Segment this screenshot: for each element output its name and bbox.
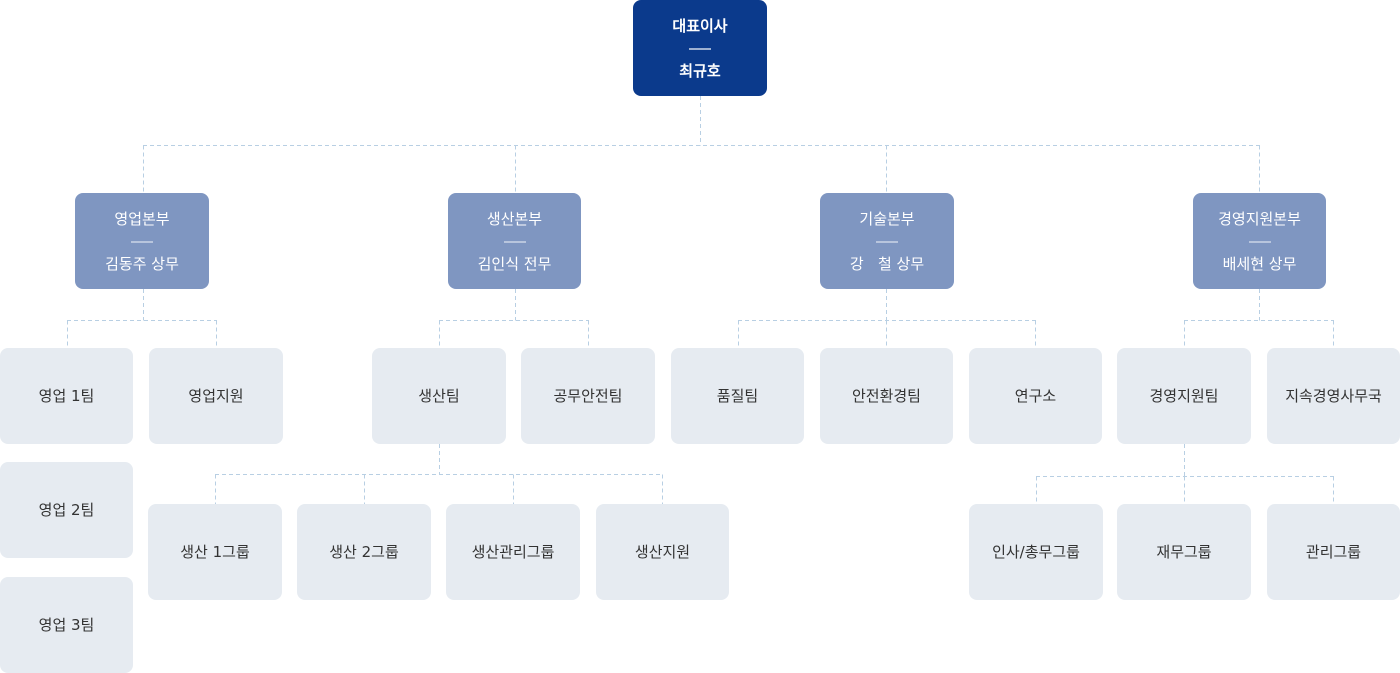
team-label: 안전환경팀 (851, 387, 921, 405)
team-label: 품질팀 (716, 387, 759, 405)
team-label: 영업 1팀 (38, 387, 95, 405)
node-division-sales: 영업본부 김동주 상무 (75, 193, 209, 289)
connector-mgmt-team (1036, 444, 1334, 504)
connector-production (439, 289, 589, 348)
ceo-name: 최규호 (679, 61, 721, 80)
team-label: 영업 3팀 (38, 616, 95, 634)
group-label: 재무그룹 (1156, 543, 1212, 561)
ceo-title: 대표이사 (672, 16, 728, 35)
group-label: 생산관리그룹 (471, 543, 555, 561)
node-division-mgmt: 경영지원본부 배세현 상무 (1193, 193, 1326, 289)
separator (876, 240, 898, 243)
node-group-finance: 재무그룹 (1117, 504, 1251, 600)
division-title: 기술본부 (859, 209, 915, 228)
division-head: 배세현 상무 (1222, 254, 1297, 273)
team-label: 지속경영사무국 (1285, 387, 1382, 405)
group-label: 인사/총무그룹 (992, 543, 1080, 561)
division-head: 강 철 상무 (849, 254, 925, 273)
separator (503, 240, 526, 243)
group-label: 생산 1그룹 (180, 543, 250, 561)
separator (1248, 240, 1271, 243)
node-team-quality: 품질팀 (671, 348, 804, 444)
division-title: 생산본부 (486, 209, 543, 228)
node-team-sales1: 영업 1팀 (0, 348, 133, 444)
connector-ceo (143, 96, 1260, 193)
separator (689, 47, 711, 50)
node-team-sales3: 영업 3팀 (0, 577, 133, 673)
node-group-prod-mgmt: 생산관리그룹 (446, 504, 580, 600)
team-label: 영업 2팀 (38, 501, 95, 519)
node-ceo: 대표이사 최규호 (633, 0, 767, 96)
division-head: 김인식 전무 (477, 254, 552, 273)
node-team-sales2: 영업 2팀 (0, 462, 133, 558)
node-group-admin: 관리그룹 (1267, 504, 1400, 600)
division-title: 영업본부 (114, 209, 170, 228)
separator (131, 240, 153, 243)
group-label: 생산 2그룹 (329, 543, 399, 561)
team-label: 생산팀 (418, 387, 460, 405)
team-label: 공무안전팀 (553, 387, 623, 405)
node-team-safety-env: 안전환경팀 (820, 348, 953, 444)
node-division-tech: 기술본부 강 철 상무 (820, 193, 954, 289)
node-group-hr: 인사/총무그룹 (969, 504, 1103, 600)
connector-sales (67, 289, 217, 348)
group-label: 생산지원 (634, 543, 691, 561)
node-team-mgmt-support: 경영지원팀 (1117, 348, 1251, 444)
node-group-prod2: 생산 2그룹 (297, 504, 431, 600)
node-team-production: 생산팀 (372, 348, 506, 444)
node-team-construction-safety: 공무안전팀 (521, 348, 655, 444)
division-title: 경영지원본부 (1218, 209, 1301, 228)
division-head: 김동주 상무 (105, 254, 179, 273)
connector-mgmt (1184, 289, 1334, 348)
group-label: 관리그룹 (1305, 543, 1362, 561)
node-group-prod1: 생산 1그룹 (148, 504, 282, 600)
node-group-prod-support: 생산지원 (596, 504, 729, 600)
node-team-sales-support: 영업지원 (149, 348, 283, 444)
connector-tech (738, 289, 1036, 348)
node-division-production: 생산본부 김인식 전무 (448, 193, 581, 289)
team-label: 연구소 (1014, 387, 1057, 405)
node-team-sustainability: 지속경영사무국 (1267, 348, 1400, 444)
team-label: 경영지원팀 (1149, 387, 1219, 405)
team-label: 영업지원 (188, 387, 244, 405)
connector-production-team (215, 444, 663, 504)
node-team-research: 연구소 (969, 348, 1102, 444)
